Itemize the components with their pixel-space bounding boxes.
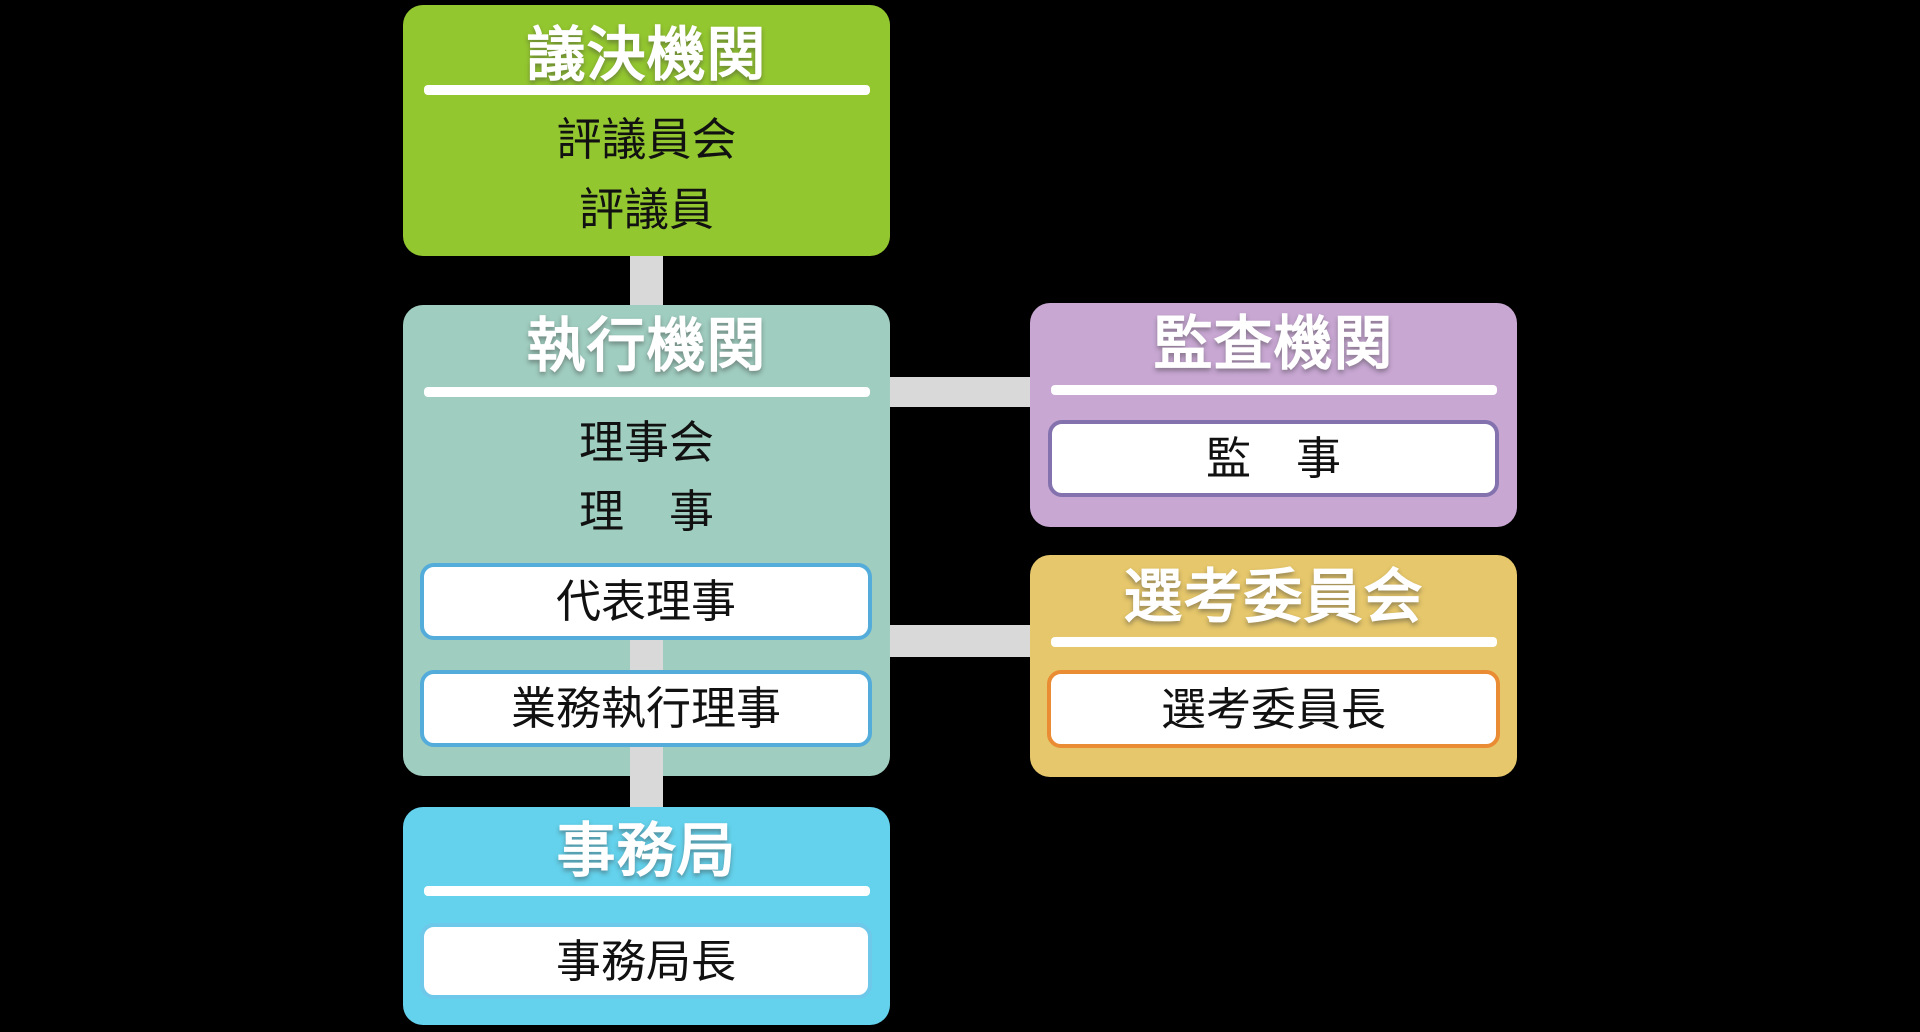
connector-executive-audit [890, 377, 1030, 407]
org-box-audit: 監査機関 監 事 [1030, 303, 1517, 527]
title-underline [423, 85, 870, 95]
member-line: 理事会 [578, 416, 714, 469]
box-title: 監査機関 [1153, 309, 1394, 378]
title-underline [423, 886, 870, 896]
title-underline [1050, 637, 1497, 647]
connector-representative-executive-director [630, 640, 663, 670]
org-box-executive: 執行機関 理事会 理 事 代表理事 業務執行理事 [403, 305, 890, 776]
title-underline [1050, 385, 1497, 395]
org-box-selection-committee: 選考委員会 選考委員長 [1030, 555, 1517, 777]
org-box-deliberative: 議決機関 評議員会 評議員 [403, 5, 890, 256]
member-line: 理 事 [578, 485, 714, 538]
box-title: 執行機関 [526, 311, 767, 380]
member-line: 評議員会 [556, 113, 737, 166]
role-box-representative-director: 代表理事 [420, 563, 872, 640]
member-line: 評議員 [578, 183, 714, 236]
box-title: 議決機関 [526, 20, 767, 89]
title-underline [423, 387, 870, 397]
role-box-auditor: 監 事 [1048, 420, 1499, 497]
connector-executive-secretariat [630, 747, 663, 807]
box-title: 選考委員会 [1123, 562, 1424, 631]
box-title: 事務局 [556, 816, 737, 885]
role-box-executive-director: 業務執行理事 [420, 670, 872, 747]
role-box-secretary-general: 事務局長 [420, 923, 872, 999]
connector-executive-selection [890, 625, 1030, 657]
role-box-selection-chair: 選考委員長 [1047, 670, 1500, 748]
connector-deliberative-executive [630, 256, 663, 305]
org-box-secretariat: 事務局 事務局長 [403, 807, 890, 1025]
